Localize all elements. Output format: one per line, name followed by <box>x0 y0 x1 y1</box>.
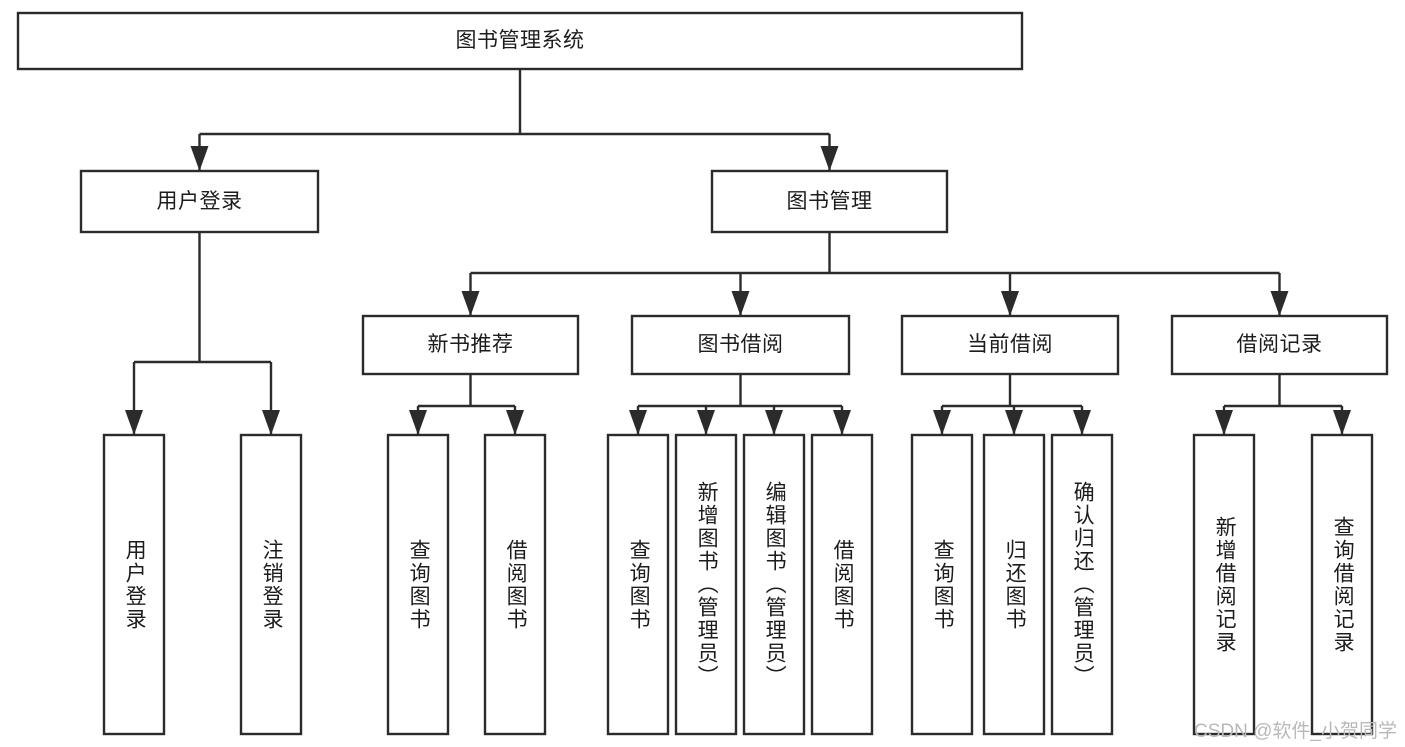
newbook-to-leaves-arrow-1 <box>506 410 524 435</box>
node-leaf-query-borrow-record[interactable] <box>1310 433 1374 736</box>
node-user-login[interactable] <box>79 169 320 234</box>
node-leaf-return-book[interactable] <box>982 433 1046 736</box>
node-leaf-logout-login[interactable] <box>239 433 303 736</box>
node-root-root[interactable] <box>16 11 1024 71</box>
newbook-to-leaves-arrow-0 <box>409 410 427 435</box>
node-leaf-user-login[interactable] <box>102 433 166 736</box>
bookborrow-to-leaves-arrow-0 <box>629 410 647 435</box>
node-leaf-add-book-admin[interactable] <box>674 433 738 736</box>
node-leaf-query-book-rec[interactable] <box>386 433 450 736</box>
bookborrow-to-leaves-arrow-1 <box>697 410 715 435</box>
node-borrow-record[interactable] <box>1170 314 1389 376</box>
boxes-layer <box>16 11 1389 736</box>
node-current-borrow[interactable] <box>900 314 1120 376</box>
currentborrow-to-leaves-arrow-2 <box>1073 410 1091 435</box>
bookmgmt-to-level3-arrow-2 <box>1001 291 1019 316</box>
bookmgmt-to-level3-arrow-1 <box>731 291 750 316</box>
connectors-layer <box>125 69 1351 435</box>
currentborrow-to-leaves-arrow-1 <box>1005 410 1023 435</box>
bookborrow-to-leaves-arrow-2 <box>765 410 783 435</box>
bookmgmt-to-level3-arrow-0 <box>461 291 480 316</box>
node-leaf-borrow-book[interactable] <box>810 433 874 736</box>
node-book-borrow[interactable] <box>630 314 851 376</box>
bookmgmt-to-level3-arrow-3 <box>1270 291 1289 316</box>
node-leaf-borrow-book-rec[interactable] <box>483 433 547 736</box>
currentborrow-to-leaves-arrow-0 <box>933 410 951 435</box>
node-leaf-query-book-current[interactable] <box>910 433 974 736</box>
bookborrow-to-leaves-arrow-3 <box>833 410 851 435</box>
node-leaf-edit-book-admin[interactable] <box>742 433 806 736</box>
borrowrecord-to-leaves-arrow-1 <box>1333 410 1351 435</box>
root-to-level2-arrow-1 <box>820 146 839 171</box>
node-book-management[interactable] <box>710 169 949 234</box>
node-leaf-add-borrow-record[interactable] <box>1192 433 1256 736</box>
node-new-book-recommend[interactable] <box>361 314 580 376</box>
userlogin-to-leaves-arrow-0 <box>125 410 143 435</box>
borrowrecord-to-leaves-arrow-0 <box>1215 410 1233 435</box>
node-leaf-query-book-borrow[interactable] <box>606 433 670 736</box>
userlogin-to-leaves-arrow-1 <box>262 410 280 435</box>
root-to-level2-arrow-0 <box>190 146 209 171</box>
node-leaf-confirm-return-admin[interactable] <box>1050 433 1114 736</box>
